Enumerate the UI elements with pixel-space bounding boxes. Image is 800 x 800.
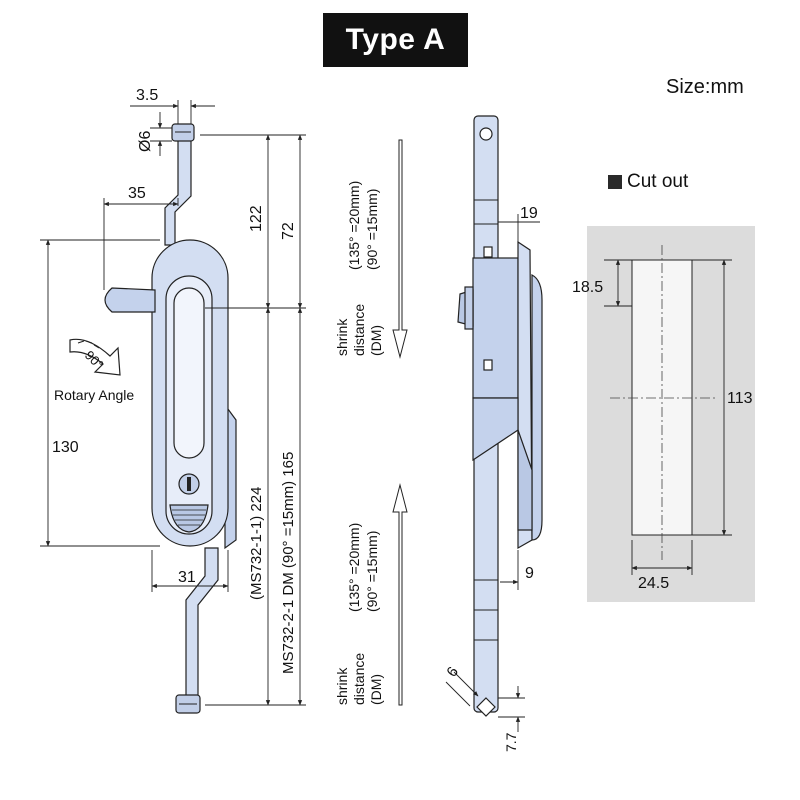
dim-31: 31: [178, 569, 196, 586]
cutout-legend: Cut out: [608, 171, 688, 193]
rod-top-hole: [479, 127, 493, 141]
dim-phi6: Ø6: [137, 131, 154, 152]
front-view: [104, 123, 237, 714]
shrink-arrow-down: [392, 139, 408, 359]
shrink-arrow-up: [392, 483, 408, 706]
handle-slot-inner: [173, 287, 205, 459]
cutout-panel: [587, 226, 755, 602]
bottom-shrink-label: shrink: [334, 667, 350, 705]
dim-19: 19: [520, 205, 538, 222]
top-shrink-label-3: (DM): [368, 325, 384, 356]
handle-lever: [104, 287, 156, 313]
shrink-arrows: [392, 139, 408, 706]
cutout-legend-label: Cut out: [627, 171, 689, 192]
dim-9: 9: [525, 565, 534, 582]
bottom-shrink-label-3: (DM): [368, 674, 384, 705]
front-dimensions: [40, 100, 306, 706]
side-view: [457, 115, 543, 717]
dim-3-5: 3.5: [136, 87, 158, 104]
side-dimensions: [445, 214, 540, 732]
side-handle-profile: [531, 274, 543, 541]
dim-113: 113: [727, 390, 753, 407]
size-unit-label: Size:mm: [666, 76, 744, 98]
dim-24-5: 24.5: [638, 575, 669, 592]
top-shrink-label: shrink: [334, 318, 350, 356]
rotary-arrow-icon: [69, 338, 121, 376]
dim-72: 72: [280, 222, 297, 240]
bottom-shrink-angles: (135° =20mm): [346, 523, 362, 612]
top-shrink-angles: (135° =20mm): [346, 181, 362, 270]
dim-130: 130: [52, 439, 79, 456]
top-shrink-angles-2: (90° =15mm): [364, 189, 380, 270]
top-rod: [164, 127, 192, 246]
dim-18-5: 18.5: [572, 279, 603, 296]
bottom-shrink-angles-2: (90° =15mm): [364, 531, 380, 612]
side-housing: [472, 257, 519, 399]
dim-165: MS732-2-1 DM (90° =15mm) 165: [280, 452, 297, 674]
dim-122: 122: [248, 205, 265, 232]
dim-35: 35: [128, 185, 146, 202]
top-shrink-label-2: distance: [351, 304, 367, 356]
rod-bottom-hole: [476, 697, 496, 717]
legend-square-icon: [608, 175, 622, 189]
dim-7-7: 7.7: [503, 732, 519, 752]
dim-224: (MS732-1-1) 224: [248, 487, 265, 600]
diagram-title: Type A: [323, 13, 468, 67]
bottom-shrink-label-2: distance: [351, 653, 367, 705]
rotary-angle-label: Rotary Angle: [54, 387, 134, 403]
